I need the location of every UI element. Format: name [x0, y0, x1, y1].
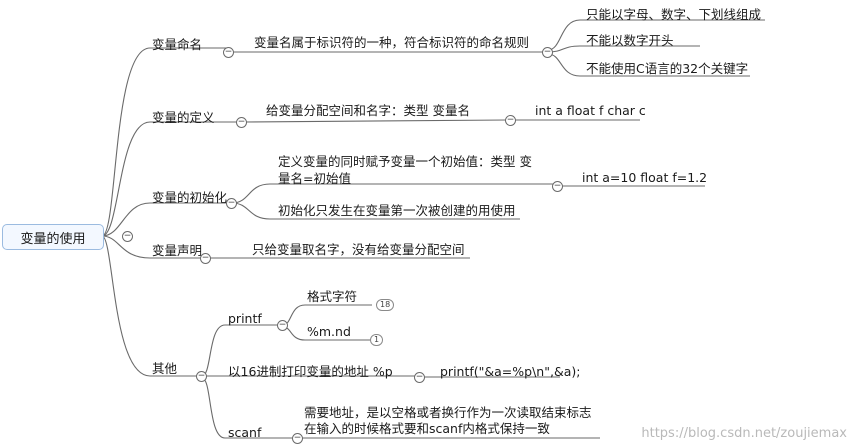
init-note[interactable]: 初始化只发生在变量第一次被创建的用使用 [278, 203, 516, 218]
scanf-note-1[interactable]: 需要地址，是以空格或者换行作为一次读取结束标志 [304, 405, 592, 420]
edge-root-naming [101, 47, 230, 237]
branch-other-label[interactable]: 其他 [152, 361, 178, 376]
collapse-root-toggle[interactable]: − [122, 231, 133, 242]
branch-init-label[interactable]: 变量的初始化 [152, 190, 228, 205]
root-node[interactable]: 变量的使用 [2, 224, 104, 250]
printf-width-count-badge[interactable]: 1 [370, 334, 384, 346]
collapse-init-toggle[interactable]: − [226, 198, 237, 209]
collapse-scanf-toggle[interactable]: − [292, 433, 303, 444]
address-example[interactable]: printf("&a=%p\n",&a); [440, 364, 581, 379]
collapse-address-toggle[interactable]: − [414, 372, 425, 383]
printf-label[interactable]: printf [228, 311, 262, 326]
edge-root-init [101, 202, 230, 237]
definition-desc[interactable]: 给变量分配空间和名字：类型 变量名 [266, 103, 470, 118]
branch-definition-label[interactable]: 变量的定义 [152, 110, 215, 125]
collapse-naming-rules-toggle[interactable]: − [542, 47, 553, 58]
printf-format-count-badge[interactable]: 18 [376, 299, 395, 311]
branch-declare-label[interactable]: 变量声明 [152, 243, 203, 258]
naming-desc[interactable]: 变量名属于标识符的一种，符合标识符的命名规则 [254, 35, 530, 50]
naming-rule-2[interactable]: 不能以数字开头 [586, 33, 674, 48]
scanf-note-2[interactable]: 在输入的时候格式要和scanf内格式保持一致 [304, 421, 550, 436]
edge-root-definition [101, 121, 242, 237]
collapse-definition-toggle[interactable]: − [236, 117, 247, 128]
scanf-label[interactable]: scanf [228, 425, 262, 440]
collapse-init-desc-toggle[interactable]: − [552, 181, 563, 192]
init-example[interactable]: int a=10 float f=1.2 [582, 170, 708, 185]
edge-root-other [101, 235, 200, 377]
collapse-printf-toggle[interactable]: − [277, 320, 288, 331]
naming-rule-3[interactable]: 不能使用C语言的32个关键字 [586, 61, 749, 76]
printf-format-label[interactable]: 格式字符 [307, 289, 358, 304]
declare-desc[interactable]: 只给变量取名字，没有给变量分配空间 [252, 242, 465, 257]
init-desc[interactable]: 定义变量的同时赋予变量一个初始值：类型 变量名=初始值 [278, 154, 532, 186]
printf-width-label[interactable]: %m.nd [307, 324, 351, 339]
collapse-other-toggle[interactable]: − [196, 371, 207, 382]
branch-naming-label[interactable]: 变量命名 [152, 37, 203, 52]
edge-root-declare [101, 235, 206, 259]
collapse-definition-desc-toggle[interactable]: − [505, 115, 516, 126]
address-label[interactable]: 以16进制打印变量的地址 %p [228, 364, 393, 379]
naming-rule-1[interactable]: 只能以字母、数字、下划线组成 [586, 7, 762, 22]
definition-example[interactable]: int a float f char c [535, 103, 646, 118]
watermark: https://blog.csdn.net/zoujiemax [641, 426, 847, 441]
collapse-declare-toggle[interactable]: − [200, 253, 211, 264]
collapse-naming-toggle[interactable]: − [223, 47, 234, 58]
